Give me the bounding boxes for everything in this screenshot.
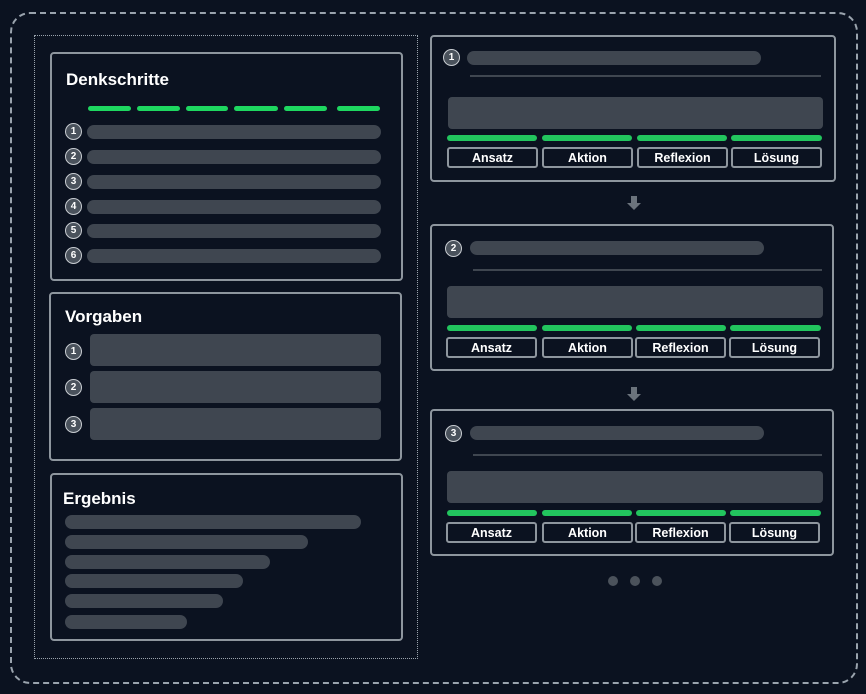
card-number-badge: 3 xyxy=(445,425,462,442)
phase-indicator xyxy=(542,325,632,331)
aktion-button[interactable]: Aktion xyxy=(542,147,633,168)
step-placeholder xyxy=(87,249,381,263)
aktion-button[interactable]: Aktion xyxy=(542,522,633,543)
phase-indicator xyxy=(542,135,632,141)
phase-indicator xyxy=(447,135,537,141)
reflexion-button[interactable]: Reflexion xyxy=(635,522,726,543)
reflexion-button[interactable]: Reflexion xyxy=(635,337,726,358)
vorgaben-title: Vorgaben xyxy=(65,307,143,326)
phase-indicator xyxy=(636,510,726,516)
step-placeholder xyxy=(87,150,381,164)
loesung-button[interactable]: Lösung xyxy=(729,337,820,358)
arrow-down-icon xyxy=(627,387,641,401)
card-title-placeholder xyxy=(470,241,764,255)
card-divider xyxy=(473,269,822,271)
step-number-badge: 3 xyxy=(65,173,82,190)
step-number-badge: 1 xyxy=(65,123,82,140)
step-number-badge: 5 xyxy=(65,222,82,239)
phase-indicator xyxy=(637,135,727,141)
left-column-frame xyxy=(34,35,418,659)
card-content-placeholder xyxy=(447,471,823,503)
ansatz-button[interactable]: Ansatz xyxy=(446,522,537,543)
phase-indicator xyxy=(447,325,537,331)
step-placeholder xyxy=(87,125,381,139)
card-number-badge: 2 xyxy=(445,240,462,257)
step-card-1: 1 Ansatz Aktion Reflexion Lösung xyxy=(430,35,836,182)
reflexion-button[interactable]: Reflexion xyxy=(637,147,728,168)
card-divider xyxy=(473,454,822,456)
card-title-placeholder xyxy=(467,51,761,65)
card-content-placeholder xyxy=(448,97,823,129)
phase-indicator xyxy=(731,135,822,141)
phase-indicator xyxy=(447,510,537,516)
step-placeholder xyxy=(87,200,381,214)
result-line-placeholder xyxy=(65,515,361,529)
vorgaben-panel: Vorgaben 1 2 3 xyxy=(49,292,402,461)
result-line-placeholder xyxy=(65,594,223,608)
ergebnis-title: Ergebnis xyxy=(63,489,136,508)
constraint-placeholder xyxy=(90,408,381,440)
ergebnis-panel: Ergebnis xyxy=(50,473,403,641)
constraint-placeholder xyxy=(90,371,381,403)
step-placeholder xyxy=(87,224,381,238)
step-number-badge: 2 xyxy=(65,148,82,165)
phase-indicator xyxy=(542,510,632,516)
phase-indicator xyxy=(636,325,726,331)
aktion-button[interactable]: Aktion xyxy=(542,337,633,358)
dash-segment xyxy=(337,106,380,111)
dash-segment xyxy=(186,106,228,111)
card-title-placeholder xyxy=(470,426,764,440)
constraint-number-badge: 3 xyxy=(65,416,82,433)
step-number-badge: 4 xyxy=(65,198,82,215)
denkschritte-panel: Denkschritte 1 2 3 4 5 6 xyxy=(50,52,403,281)
phase-indicator xyxy=(730,325,821,331)
step-placeholder xyxy=(87,175,381,189)
card-number-badge: 1 xyxy=(443,49,460,66)
more-dot xyxy=(652,576,662,586)
dash-segment xyxy=(284,106,327,111)
more-dot xyxy=(608,576,618,586)
denkschritte-title: Denkschritte xyxy=(66,70,169,89)
loesung-button[interactable]: Lösung xyxy=(731,147,822,168)
dash-segment xyxy=(234,106,278,111)
result-line-placeholder xyxy=(65,615,187,629)
ansatz-button[interactable]: Ansatz xyxy=(446,337,537,358)
constraint-placeholder xyxy=(90,334,381,366)
phase-indicator xyxy=(730,510,821,516)
dash-segment xyxy=(88,106,131,111)
card-divider xyxy=(470,75,821,77)
ansatz-button[interactable]: Ansatz xyxy=(447,147,538,168)
result-line-placeholder xyxy=(65,535,308,549)
result-line-placeholder xyxy=(65,574,243,588)
outer-dashed-frame xyxy=(10,12,858,684)
dash-segment xyxy=(137,106,180,111)
constraint-number-badge: 1 xyxy=(65,343,82,360)
step-card-2: 2 Ansatz Aktion Reflexion Lösung xyxy=(430,224,834,371)
card-content-placeholder xyxy=(447,286,823,318)
result-line-placeholder xyxy=(65,555,270,569)
constraint-number-badge: 2 xyxy=(65,379,82,396)
step-card-3: 3 Ansatz Aktion Reflexion Lösung xyxy=(430,409,834,556)
more-dot xyxy=(630,576,640,586)
arrow-down-icon xyxy=(627,196,641,210)
step-number-badge: 6 xyxy=(65,247,82,264)
loesung-button[interactable]: Lösung xyxy=(729,522,820,543)
